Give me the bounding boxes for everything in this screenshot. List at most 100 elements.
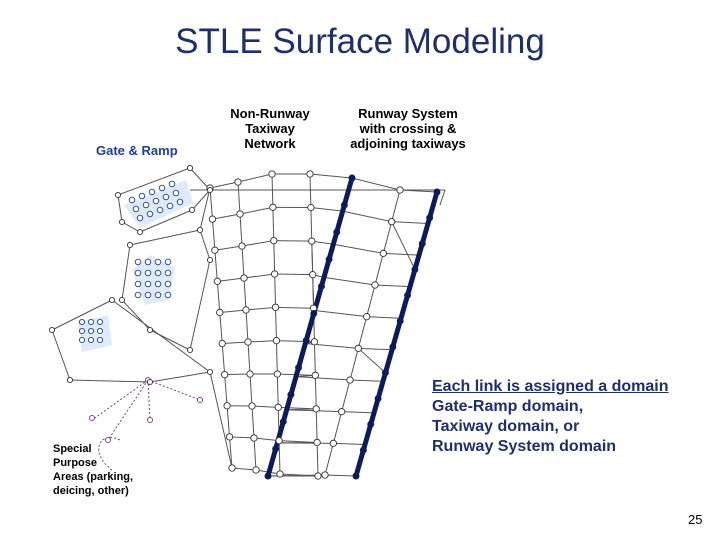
cross-link: [251, 405, 279, 408]
taxiway-node: [238, 242, 246, 250]
cross-link: [229, 436, 255, 439]
runway-crossing-link: [358, 347, 393, 351]
runway-crossing-link: [383, 252, 420, 256]
taxiway-node: [218, 339, 226, 348]
taxiway-node: [273, 370, 281, 378]
ramp-outline-link: [51, 299, 113, 331]
gate-node: [96, 318, 104, 326]
gate-node: [164, 269, 172, 277]
gate-outline-link: [139, 209, 193, 233]
ramp-node: [188, 206, 196, 214]
gate-node: [162, 193, 170, 201]
ramp-node: [186, 346, 194, 354]
parallel-taxiway: [324, 189, 401, 476]
runway-node: [418, 240, 426, 248]
runway-node: [433, 188, 441, 196]
gate-node: [134, 280, 142, 288]
gate-node: [144, 280, 152, 288]
domain-note-line2: Gate-Ramp domain,: [432, 398, 584, 415]
taxiway-node: [396, 186, 404, 194]
special-purpose-link: [147, 379, 201, 401]
taxiway-node: [272, 337, 281, 345]
special-purpose-node: [104, 436, 112, 444]
gate-node: [144, 269, 152, 277]
runway-node: [318, 282, 325, 290]
gate-node: [78, 336, 86, 344]
network-nodes: [48, 164, 441, 480]
ramp-outline-link: [69, 379, 151, 383]
ramp-node: [108, 296, 116, 304]
ramp-node: [146, 378, 154, 386]
gate-ramp-label: Gate & Ramp: [96, 143, 178, 158]
gate-node: [87, 318, 95, 326]
taxiway-node: [363, 313, 371, 321]
taxiway-node: [211, 246, 219, 254]
gate-node: [164, 280, 172, 288]
taxiway-column-3: [271, 173, 281, 475]
ramp-outline-link: [199, 229, 211, 261]
runway-node: [310, 310, 318, 317]
runway-node: [279, 418, 287, 426]
ramp-node: [114, 191, 122, 199]
taxiway-node: [329, 439, 337, 447]
special-purpose-link: [147, 379, 151, 421]
runway-node: [333, 228, 341, 236]
gate-node: [146, 210, 154, 218]
runway-node: [389, 343, 397, 351]
taxiway-node: [307, 203, 315, 212]
runway-crossing-link: [295, 376, 351, 381]
gate-node: [148, 188, 156, 196]
runway-crossing-link: [324, 474, 357, 477]
ramp-node: [126, 241, 134, 249]
ramp-outline-link: [129, 229, 201, 246]
runway-node: [382, 369, 389, 377]
cross-link: [274, 273, 313, 276]
taxiway-node: [308, 237, 316, 245]
ramp-outline-link: [189, 259, 211, 351]
cross-link: [219, 309, 247, 313]
ramp-connector-link: [209, 371, 233, 469]
taxiway-node: [312, 405, 320, 413]
gate-outline-link: [191, 189, 211, 211]
special-purpose-line3: Areas (parking,: [53, 471, 134, 483]
taxiway-node: [314, 472, 322, 480]
cross-link: [241, 240, 274, 247]
taxiway-node: [221, 371, 229, 379]
cross-link: [245, 306, 276, 311]
taxiway-node: [228, 464, 236, 472]
special-purpose-links: [91, 379, 201, 471]
taxiway-node: [388, 218, 396, 226]
taxiway-node: [242, 306, 250, 314]
runway-node: [352, 472, 360, 480]
gate-node: [156, 206, 164, 214]
gate-node: [96, 336, 104, 344]
cross-link: [231, 467, 257, 471]
ramp-node: [186, 164, 194, 172]
gate-node: [168, 180, 176, 188]
cross-link: [237, 173, 273, 183]
taxiway-node: [311, 371, 319, 379]
cross-link: [239, 206, 273, 215]
taxiway-node: [338, 408, 346, 416]
runway-system-label-line3: adjoining taxiways: [350, 136, 466, 151]
runway-node: [295, 364, 302, 372]
domain-note: Each link is assigned a domain Gate-Ramp…: [432, 377, 669, 457]
cross-link: [214, 245, 243, 251]
runway-node: [404, 291, 411, 299]
runway-node: [340, 201, 348, 209]
taxiway-node: [270, 237, 278, 245]
gate-node: [152, 197, 160, 205]
cross-link: [275, 306, 314, 309]
taxiway-node: [275, 437, 283, 445]
ramp-node: [146, 326, 154, 334]
cross-link: [217, 277, 245, 282]
gate-node: [154, 258, 162, 266]
diagonal-link: [391, 221, 416, 270]
domain-note-line1: Each link is assigned a domain: [432, 378, 669, 395]
gate-outline-link: [189, 167, 211, 191]
cross-link: [253, 437, 280, 442]
gate-node: [176, 198, 184, 206]
runway-node: [367, 420, 375, 428]
runway-crossing-link: [374, 284, 411, 288]
